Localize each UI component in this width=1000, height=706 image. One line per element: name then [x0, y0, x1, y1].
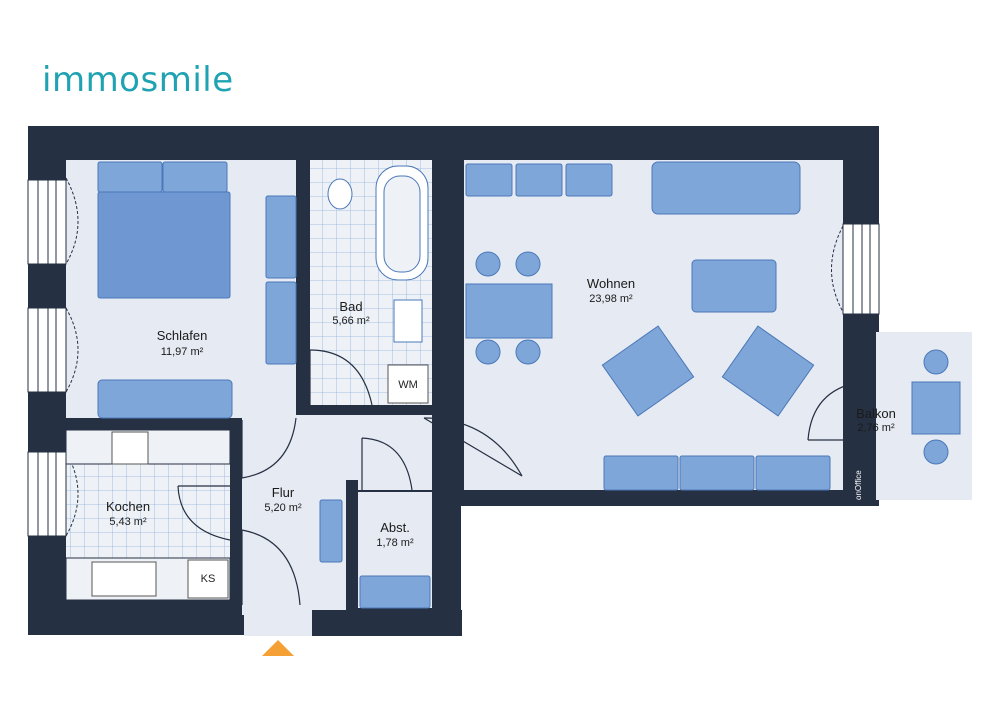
door-swings: [65, 177, 844, 537]
stove: [111, 431, 149, 465]
room-name: Kochen: [106, 499, 150, 514]
coat-rack: [319, 499, 343, 563]
room-area: 2,76 m²: [857, 422, 895, 434]
coffee-table: [691, 259, 777, 313]
wardrobe: [265, 195, 297, 279]
lowboard: [679, 455, 755, 491]
room-area: 5,43 m²: [109, 516, 147, 528]
brand-logo: immosmile: [42, 60, 234, 100]
room-name: Bad: [339, 299, 362, 314]
bathtub-inner: [383, 175, 421, 273]
chair: [515, 251, 541, 277]
chair: [475, 251, 501, 277]
sideboard: [565, 163, 613, 197]
bed: [97, 191, 231, 299]
room-labels: Schlafen 11,97 m² Bad 5,66 m² Wohnen 23,…: [106, 276, 896, 585]
armchair: [721, 325, 815, 417]
sideboard: [515, 163, 563, 197]
room-area: 1,78 m²: [376, 537, 414, 549]
sideboard: [465, 163, 513, 197]
chair: [515, 339, 541, 365]
dining-table: [465, 283, 553, 339]
chair: [475, 339, 501, 365]
room-name: Abst.: [380, 520, 410, 535]
fridge-label: KS: [201, 573, 216, 585]
armchair: [601, 325, 695, 417]
watermark: onOffice: [854, 470, 863, 500]
wardrobe: [265, 281, 297, 365]
washer: [387, 364, 429, 404]
washer-label: WM: [398, 379, 418, 391]
room-area: 23,98 m²: [589, 293, 633, 305]
sink: [91, 561, 157, 597]
inner-walls: [66, 160, 464, 636]
fridge: [187, 559, 229, 599]
pillow: [97, 161, 163, 193]
sink: [393, 299, 423, 343]
floor-flur-upper: [242, 415, 432, 490]
pillow: [162, 161, 228, 193]
doors: [177, 349, 861, 606]
sofa: [651, 161, 801, 215]
chair: [923, 439, 949, 465]
room-area: 5,20 m²: [264, 502, 302, 514]
room-area: 5,66 m²: [332, 315, 370, 327]
room-name: Schlafen: [157, 328, 208, 343]
room-area: 11,97 m²: [161, 346, 204, 358]
room-name: Wohnen: [587, 276, 635, 291]
furniture: [65, 161, 961, 609]
dresser: [97, 379, 233, 419]
balcony-table: [911, 381, 961, 435]
chair: [923, 349, 949, 375]
floor-entry: [244, 610, 312, 636]
lowboard: [603, 455, 679, 491]
entry-arrow: [262, 640, 294, 656]
room-name: Flur: [272, 485, 295, 500]
lowboard: [755, 455, 831, 491]
toilet: [327, 178, 353, 210]
logo-text: immosmile: [42, 60, 234, 100]
windows: [27, 179, 880, 601]
storage-shelf: [359, 575, 431, 609]
room-name: Balkon: [856, 406, 896, 421]
